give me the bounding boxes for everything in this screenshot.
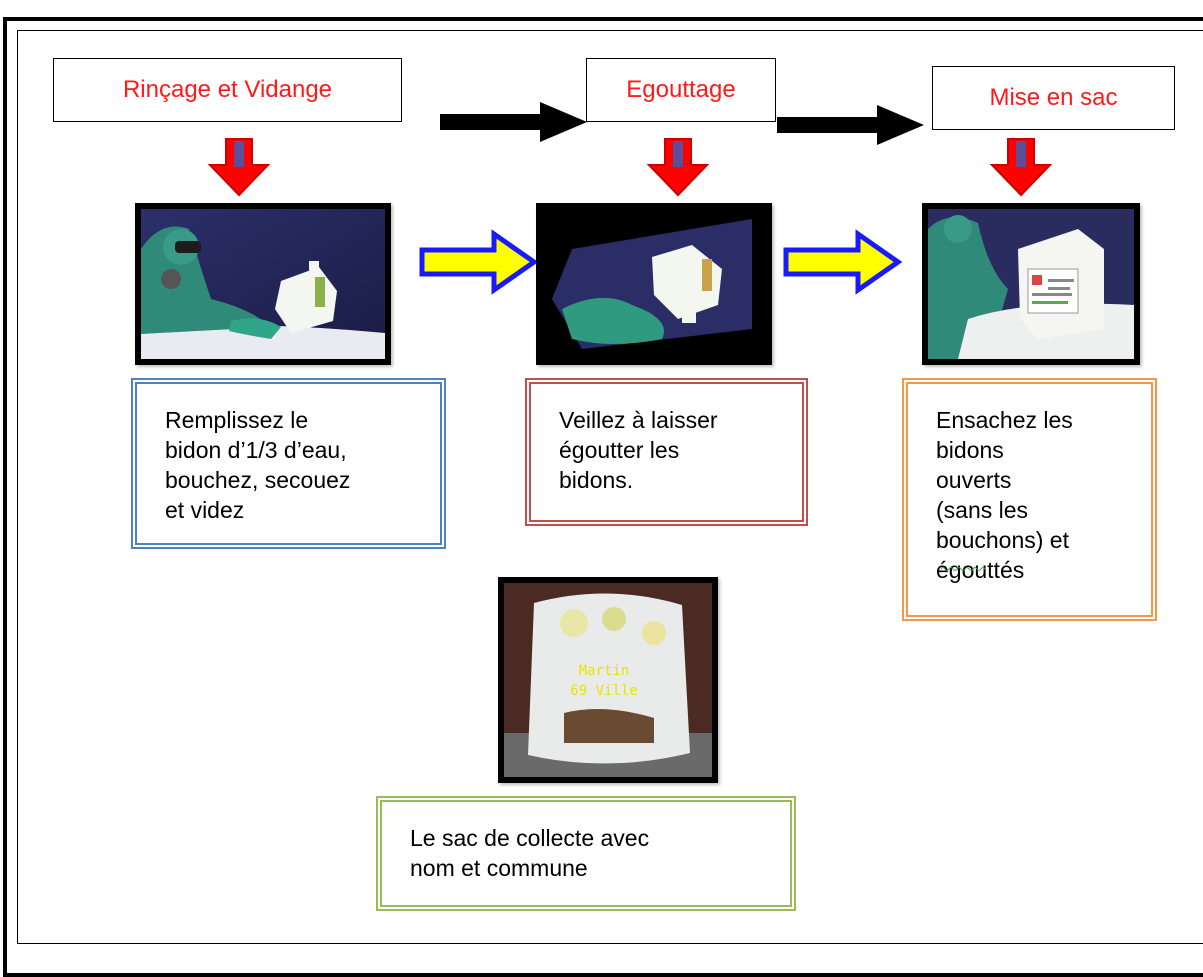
black-arrow-2: [777, 105, 924, 145]
black-arrow-1: [440, 102, 587, 142]
red-down-arrow-2: [646, 138, 710, 197]
step-label-rincage: Rinçage et Vidange: [53, 58, 402, 122]
step-label-mise-en-sac: Mise en sac: [932, 66, 1175, 130]
photo-bagging: [922, 203, 1140, 365]
photo-rinsing: [135, 203, 391, 365]
note-collect: Le sac de collecte avec nom et commune: [376, 796, 796, 911]
note-collect-text: Le sac de collecte avec nom et commune: [410, 825, 650, 881]
note-bag: Ensachez les bidons ouverts (sans les bo…: [902, 378, 1157, 621]
note-rinse: Remplissez le bidon d’1/3 d’eau, bouchez…: [131, 378, 446, 549]
note-drain-text: Veillez à laisser égoutter les bidons.: [559, 407, 718, 493]
note-bag-text: Ensachez les bidons ouverts (sans les bo…: [936, 407, 1073, 583]
note-drain: Veillez à laisser égoutter les bidons.: [525, 378, 808, 526]
red-down-arrow-1: [207, 138, 271, 197]
bag-tag-text: Martin: [579, 663, 630, 679]
red-down-arrow-3: [989, 138, 1053, 197]
yellow-arrow-2: [783, 229, 903, 295]
step-label-egouttage: Egouttage: [586, 58, 776, 122]
yellow-arrow-1: [419, 229, 539, 295]
note-rinse-text: Remplissez le bidon d’1/3 d’eau, bouchez…: [165, 407, 351, 523]
bag-tag-text: 69 Ville: [570, 683, 637, 699]
photo-draining: [536, 203, 772, 365]
inner-frame: [17, 30, 1203, 944]
spellcheck-squiggle: [941, 567, 985, 571]
photo-collection-bag: Martin 69 Ville: [498, 577, 718, 783]
